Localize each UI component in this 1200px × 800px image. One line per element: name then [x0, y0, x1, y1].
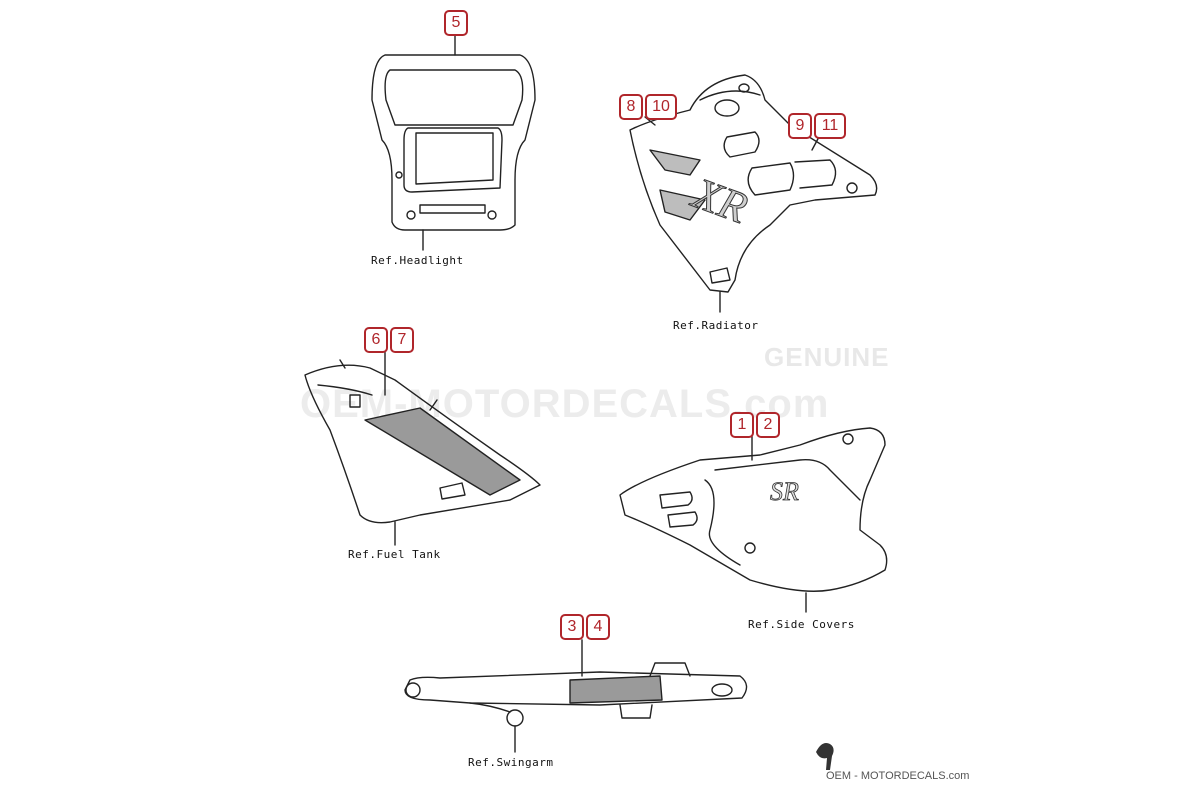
callout-8[interactable]: 8 — [619, 94, 643, 120]
footer-bird-icon — [816, 743, 834, 770]
fuel-tank-shroud-drawing — [304, 359, 541, 524]
swingarm-drawing — [404, 662, 748, 727]
ref-side-covers-label: Ref.Side Covers — [748, 618, 855, 631]
callout-4[interactable]: 4 — [586, 614, 610, 640]
callout-7[interactable]: 7 — [390, 327, 414, 353]
side-cover-decal-text: SR — [770, 477, 799, 506]
radiator-shroud-drawing — [629, 74, 878, 293]
callout-11[interactable]: 11 — [814, 113, 846, 139]
callout-6[interactable]: 6 — [364, 327, 388, 353]
callout-1[interactable]: 1 — [730, 412, 754, 438]
headlight-drawing — [371, 54, 536, 231]
ref-swingarm-label: Ref.Swingarm — [468, 756, 554, 769]
callout-10[interactable]: 10 — [645, 94, 677, 120]
watermark-genuine: GENUINE — [764, 342, 890, 372]
side-cover-drawing — [619, 427, 888, 592]
footer-logo-text: OEM - MOTORDECALS.com — [826, 770, 970, 782]
ref-headlight-label: Ref.Headlight — [371, 254, 464, 267]
radiator-decal-text: XR — [685, 168, 754, 233]
callout-2[interactable]: 2 — [756, 412, 780, 438]
callout-3[interactable]: 3 — [560, 614, 584, 640]
ref-radiator-label: Ref.Radiator — [673, 319, 759, 332]
ref-fuel-tank-label: Ref.Fuel Tank — [348, 548, 441, 561]
callout-9[interactable]: 9 — [788, 113, 812, 139]
callout-5[interactable]: 5 — [444, 10, 468, 36]
